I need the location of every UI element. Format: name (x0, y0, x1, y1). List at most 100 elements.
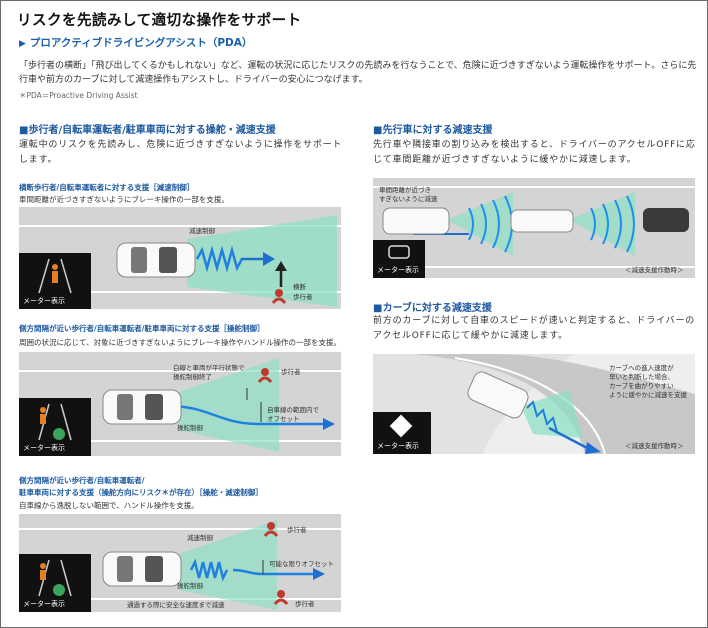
label-pedestrian: 歩行者 (281, 368, 301, 376)
ego-car-icon (102, 551, 182, 587)
lane-line-bottom (19, 598, 341, 600)
label-pedestrian: 歩行者 (293, 293, 313, 301)
detection-zone (521, 390, 583, 438)
meter-graphic (389, 414, 413, 438)
right-section2-body: 前方のカーブに対して自車のスピードが速いと判定すると、ドライバーのアクセルOFF… (373, 316, 696, 341)
curve-road (413, 354, 695, 454)
meter-car-icon (388, 245, 410, 259)
brake-wave (526, 400, 558, 433)
steer-arrow-icon (323, 418, 335, 430)
rear-window (131, 247, 147, 273)
pedestrian-top-icon (263, 530, 279, 537)
label-curve-4: ように緩やかに減速を支援 (609, 391, 687, 399)
right-scenario1-graphic (373, 178, 695, 278)
direction-arrow-icon (263, 252, 275, 266)
meter-pedestrian-head (52, 264, 58, 270)
pedestrian-top-head (267, 522, 275, 530)
preceding-car-icon (643, 208, 689, 232)
meter-lane-right (60, 258, 72, 294)
meter-display: メーター表示 (373, 240, 425, 278)
meter-display: メーター表示 (19, 253, 91, 309)
label-steer-end-2: 操舵制御終了 (173, 373, 212, 381)
status-label: ＜減速支援作動時＞ (625, 266, 684, 274)
scenario1-illustration: 減速制御 横断 歩行者 メーター表示 (19, 207, 341, 309)
pedestrian-head (275, 289, 283, 297)
meter-graphic (388, 245, 410, 259)
label-pedestrian-top: 歩行者 (287, 526, 307, 534)
scenario3-illustration: 減速制御 歩行者 可能な限りオフセット 操舵制御 通過する際に安全な速度まで減速… (19, 514, 341, 612)
label-crossing: 横断 (293, 283, 306, 291)
rear-window (117, 394, 133, 420)
meter-pedestrian-icon (52, 271, 58, 283)
triangle-icon: ▶ (19, 39, 26, 49)
meter-display: メーター表示 (19, 554, 91, 612)
meter-display: メーター表示 (19, 398, 91, 456)
label-offset-2: オフセット (267, 415, 300, 423)
pedestrian-head (261, 368, 269, 376)
detection-zone (187, 215, 337, 307)
meter-label: メーター表示 (377, 442, 419, 450)
meter-label: メーター表示 (23, 444, 65, 452)
left-section-title: ■歩行者/自転車運転者/駐車車両に対する操舵・減速支援 (19, 125, 276, 136)
scenario2-illustration: 白線と車両が平行状態で 操舵制御終了 歩行者 操舵制御 自車線の範囲内で オフセ… (19, 352, 341, 456)
meter-pedestrian-icon (40, 570, 46, 580)
lane-line-top (373, 186, 695, 188)
meter-steering-icon (53, 584, 65, 596)
crossing-arrow-icon (275, 261, 287, 271)
windshield (159, 247, 177, 273)
label-steer-end-1: 白線と車両が平行状態で (173, 364, 245, 372)
label-pedestrian-bottom: 歩行者 (295, 600, 315, 608)
meter-steering-icon (53, 428, 65, 440)
label-brake-control: 減速制御 (189, 227, 215, 235)
label-too-close-1: 車間距離が近づき (379, 186, 431, 194)
direction-arrow-icon (585, 442, 601, 454)
rear-window (117, 556, 133, 582)
scenario3-body: 自車線から逸脱しない範囲で、ハンドル操作を支援。 (19, 501, 199, 510)
radar-waves-2 (590, 195, 635, 253)
meter-curve-sign-icon (389, 414, 413, 438)
meter-pedestrian-head (40, 407, 46, 413)
pedestrian-bottom-icon (273, 598, 289, 605)
pedestrian-icon (257, 376, 273, 383)
intro-text: 「歩行者の横断」「飛び出してくるかもしれない」など、運転の状況に応じたリスクの先… (19, 61, 697, 85)
page-title: リスクを先読みして適切な操作をサポート (17, 13, 302, 29)
right-section2-title: ■カーブに対する減速支援 (373, 303, 492, 314)
scenario1-body: 車間距離が近づきすぎないようにブレーキ操作の一部を支援。 (19, 195, 229, 204)
scenario3-title-2: 駐車車両に対する支援（操舵方向にリスク＊が存在）［操舵・減速制御］ (19, 488, 263, 497)
lead-car-icon (510, 209, 574, 233)
page-subtitle-text: プロアクティブドライビングアシスト（PDA） (29, 37, 253, 49)
label-steer-control: 操舵制御 (177, 582, 203, 590)
page-subtitle: ▶プロアクティブドライビングアシスト（PDA） (19, 35, 252, 50)
label-steer-control: 操舵制御 (177, 424, 203, 432)
lane-line-bottom (19, 291, 341, 293)
pedestrian-icon (271, 297, 287, 304)
ego-car-icon (382, 207, 450, 235)
scenario3-title-1: 側方間隔が近い歩行者/自転車運転者/ (19, 476, 145, 485)
meter-lane-right (60, 559, 72, 597)
meter-display: メーター表示 (373, 412, 431, 454)
label-too-close-2: すぎないように減速 (379, 195, 438, 203)
brake-wave (189, 558, 229, 582)
label-curve-2: 早いと判断した場合、 (609, 373, 674, 381)
lane-line-top (19, 528, 341, 530)
footnote: ＊PDA＝Proactive Driving Assist (19, 91, 138, 100)
radar-waves-1 (468, 195, 513, 253)
steer-path (232, 568, 315, 576)
ego-car-icon (467, 371, 529, 419)
lane-line-top (19, 225, 341, 227)
meter-pedestrian-head (40, 563, 46, 569)
ego-car-icon (116, 242, 196, 278)
meter-graphic (38, 559, 72, 597)
windshield (145, 556, 163, 582)
meter-graphic (38, 258, 72, 294)
meter-label: メーター表示 (377, 266, 419, 274)
label-curve-1: カーブへの進入速度が (609, 364, 674, 372)
label-offset-1: 自車線の範囲内で (267, 406, 319, 414)
scenario1-title: 横断歩行者/自転車運転者に対する支援［減速制御］ (19, 183, 195, 192)
right-section1-title: ■先行車に対する減速支援 (373, 125, 493, 136)
lane-line-bottom (19, 440, 341, 442)
detection-zone (179, 358, 279, 452)
ego-car-icon (102, 389, 182, 425)
detection-zone (179, 520, 277, 610)
